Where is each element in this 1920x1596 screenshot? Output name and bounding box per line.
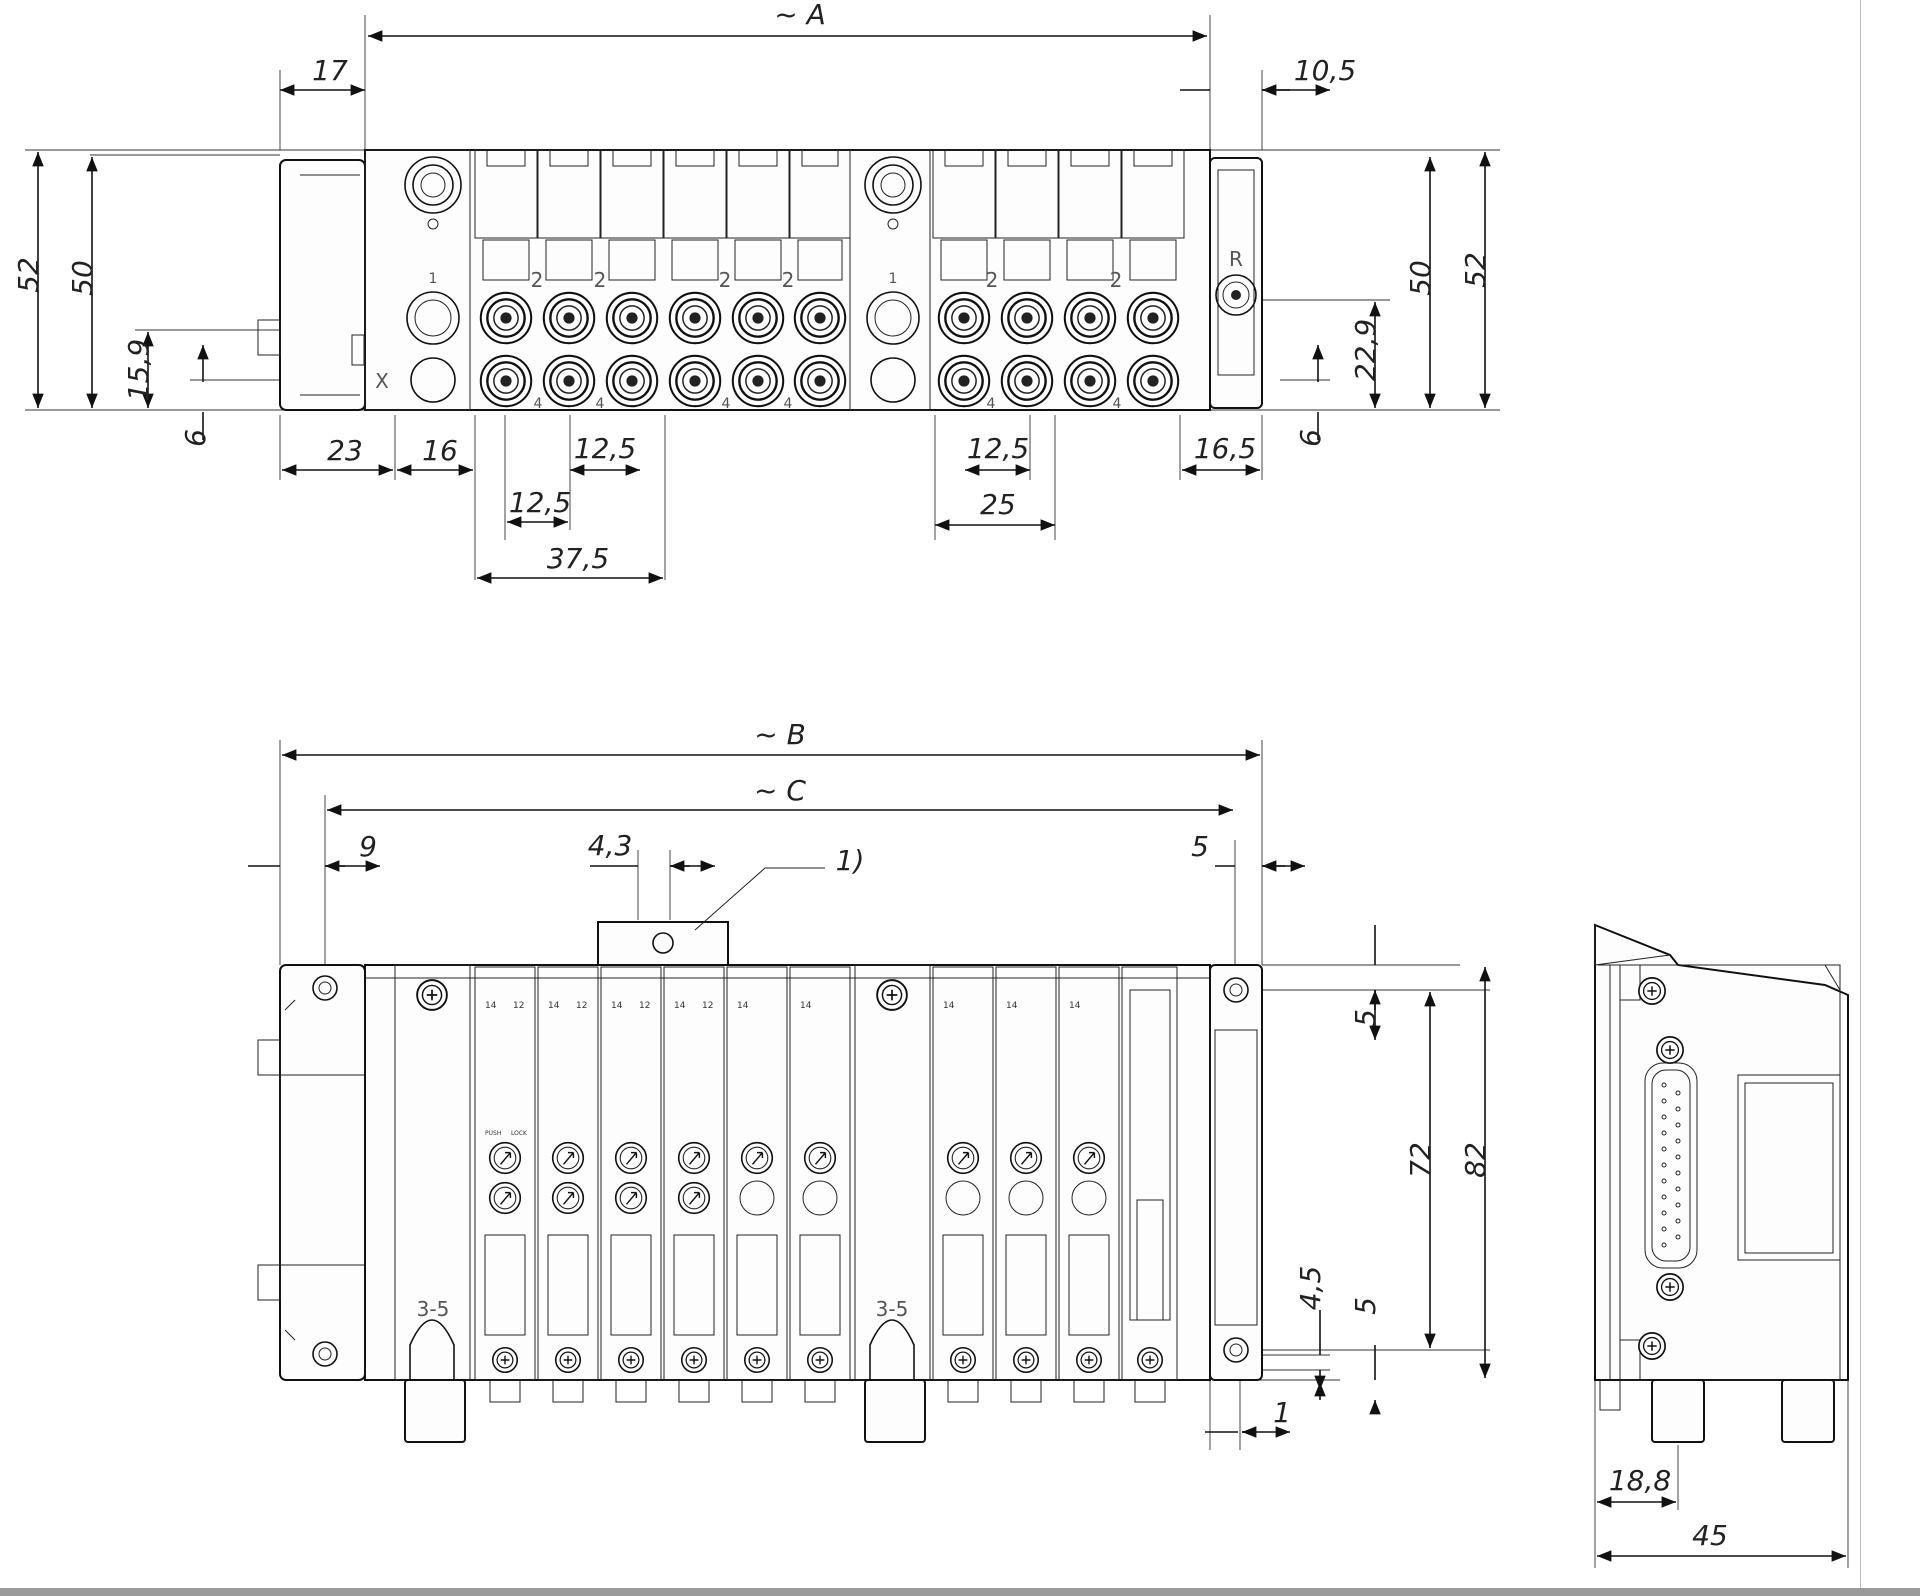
dim-a: ~ A — [774, 0, 826, 31]
dim-5-top: 5 — [1191, 830, 1209, 863]
port-4-label-f: 4 — [1113, 396, 1122, 412]
port-4-label-a: 4 — [534, 396, 543, 412]
valve-columns-left — [474, 149, 851, 408]
dim-12-5-a: 12,5 — [574, 432, 636, 465]
coil-14-label: 14 — [548, 1001, 560, 1011]
port-4-label-c: 4 — [722, 396, 731, 412]
dim-18-8: 18,8 — [1609, 1464, 1671, 1497]
dim-1: 1 — [1273, 1396, 1291, 1429]
top-view: 1 1 X — [12, 0, 1500, 584]
push-tag: PUSH — [485, 1130, 501, 1137]
dim-12-5-b: 12,5 — [509, 486, 571, 519]
dim-22-9: 22,9 — [1349, 319, 1382, 381]
coil-12-label: 12 — [576, 1001, 587, 1011]
port-1-label-left: 1 — [429, 271, 438, 287]
dim-16-5: 16,5 — [1194, 432, 1256, 465]
dim-10-5: 10,5 — [1294, 54, 1356, 87]
coil-12-label: 12 — [639, 1001, 650, 1011]
coil-12-label: 12 — [513, 1001, 524, 1011]
dim-50-right: 50 — [1404, 260, 1437, 296]
port-2-label-d: 2 — [782, 268, 795, 292]
dim-12-5-c: 12,5 — [967, 432, 1029, 465]
coil-14-label: 14 — [1069, 1001, 1081, 1011]
front-view: 3‑5 3‑5 14 12 PUSH LOCK 14 — [248, 718, 1492, 1450]
port-r-label: R — [1229, 247, 1243, 271]
dim-4-5: 4,5 — [1294, 1266, 1327, 1311]
page-border-right — [1860, 0, 1861, 1588]
dim-82: 82 — [1459, 1142, 1492, 1178]
sub-d-pins — [1661, 1082, 1681, 1248]
dim-37-5: 37,5 — [547, 542, 609, 575]
dim-45: 45 — [1692, 1519, 1728, 1552]
dim-5-low: 5 — [1349, 1297, 1382, 1315]
coil-12-label: 12 — [702, 1001, 713, 1011]
valve-modules-left: 14 12 PUSH LOCK 14 12 — [474, 966, 851, 1403]
port-1-label-right: 1 — [889, 271, 898, 287]
port-4-label-d: 4 — [784, 396, 793, 412]
dim-52-right: 52 — [1459, 252, 1492, 288]
coil-14-label: 14 — [611, 1001, 623, 1011]
dim-16: 16 — [422, 434, 458, 467]
dim-25: 25 — [980, 488, 1016, 521]
dim-23: 23 — [327, 434, 363, 467]
port-4-label-b: 4 — [596, 396, 605, 412]
dim-b: ~ B — [754, 718, 806, 751]
coil-14-label: 14 — [1006, 1001, 1018, 1011]
port-2-label-b: 2 — [594, 268, 607, 292]
dim-15-9: 15,9 — [122, 339, 155, 401]
dim-c: ~ C — [754, 774, 806, 807]
valve-columns-right — [932, 149, 1185, 408]
dim-6-right: 6 — [1294, 429, 1327, 447]
port-3-5-label-right: 3‑5 — [876, 1297, 909, 1321]
dim-6-left: 6 — [179, 429, 212, 447]
valve-modules-right: 14 14 14 — [932, 966, 1178, 1403]
dim-4-3: 4,3 — [588, 829, 633, 862]
note-1: 1) — [836, 844, 865, 877]
port-2-label-f: 2 — [1110, 268, 1123, 292]
bottom-scrollbar[interactable] — [0, 1588, 1920, 1596]
port-x-label: X — [375, 369, 389, 393]
coil-14-label: 14 — [943, 1001, 955, 1011]
port-2-label-a: 2 — [531, 268, 544, 292]
dim-5-right: 5 — [1349, 1009, 1382, 1027]
dim-9: 9 — [359, 830, 377, 863]
dim-50-left: 50 — [66, 260, 99, 296]
coil-14-label: 14 — [485, 1001, 497, 1011]
coil-14-label: 14 — [800, 1001, 812, 1011]
dim-17: 17 — [312, 54, 348, 87]
coil-14-label: 14 — [674, 1001, 686, 1011]
port-3-5-label-left: 3‑5 — [417, 1297, 450, 1321]
coil-14-label: 14 — [737, 1001, 749, 1011]
dim-72: 72 — [1404, 1142, 1437, 1178]
port-4-label-e: 4 — [987, 396, 996, 412]
lock-tag: LOCK — [511, 1130, 528, 1137]
port-2-label-c: 2 — [719, 268, 732, 292]
side-view: 18,8 45 — [1594, 923, 1849, 1568]
port-2-label-e: 2 — [986, 268, 999, 292]
dim-52-left: 52 — [12, 257, 45, 293]
